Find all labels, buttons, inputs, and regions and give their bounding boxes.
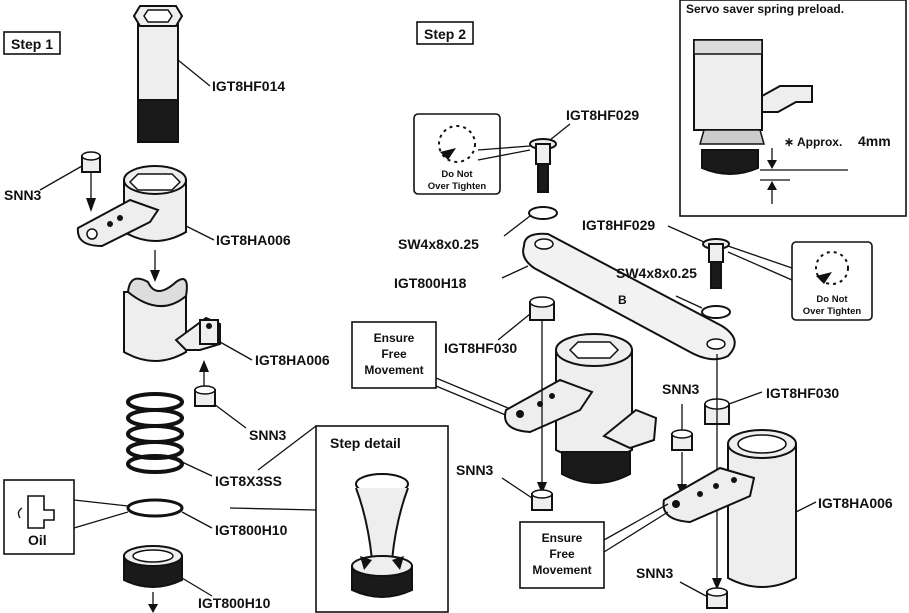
do-not-line2-a: Over Tighten	[428, 181, 487, 192]
label-igt8hf029-b: IGT8HF029	[582, 217, 655, 233]
screw-igt8hf029-b	[702, 238, 730, 289]
label-igt8ha006-a: IGT8HA006	[216, 232, 291, 248]
label-igt8ha006-c: IGT8HA006	[818, 495, 893, 511]
step-detail-label: Step detail	[330, 435, 401, 451]
approx-prefix: ∗ Approx.	[784, 135, 842, 149]
nut-snn3-c	[531, 489, 553, 511]
saver-body-top	[76, 165, 187, 248]
do-not-over-tighten-b: Do Not Over Tighten	[727, 241, 873, 321]
arm-igt800h18: B	[522, 232, 736, 361]
tool-igt8hf014	[132, 5, 184, 143]
ensure-free-movement-a: Ensure Free Movement	[351, 321, 509, 417]
label-igt8hf014: IGT8HF014	[212, 78, 285, 94]
do-not-line1-a: Do Not	[441, 169, 473, 180]
label-igt8ha006-b: IGT8HA006	[255, 352, 330, 368]
arm-letter: B	[618, 293, 627, 307]
ensure-line3-b: Movement	[532, 563, 591, 577]
washer-sw-b	[701, 305, 731, 319]
saver-body-right	[662, 429, 797, 588]
nut-snn3-b	[194, 360, 216, 407]
ensure-line1-b: Ensure	[542, 531, 583, 545]
ensure-line2-b: Free	[549, 547, 575, 561]
oil-label: Oil	[28, 532, 47, 548]
preload-note-box: Servo saver spring preload. ∗ Approx. 4m…	[679, 0, 907, 217]
label-snn3-e: SNN3	[636, 565, 674, 581]
step1-label: Step 1	[11, 36, 53, 52]
label-igt800h10-b: IGT800H10	[198, 595, 271, 611]
label-igt800h18: IGT800H18	[394, 275, 467, 291]
do-not-line2-b: Over Tighten	[803, 306, 862, 317]
spacer-igt8hf030-a	[529, 296, 555, 321]
label-igt8hf029-a: IGT8HF029	[566, 107, 639, 123]
step1-heading: Step 1	[3, 31, 61, 55]
label-snn3-c: SNN3	[456, 462, 494, 478]
label-snn3-d: SNN3	[662, 381, 700, 397]
label-sw-a: SW4x8x0.25	[398, 236, 479, 252]
do-not-over-tighten-a: Do Not Over Tighten	[413, 113, 531, 195]
oring-igt800h10	[126, 498, 184, 518]
do-not-line1-b: Do Not	[816, 294, 848, 305]
step-detail-box: Step detail	[229, 425, 449, 613]
screw-igt8hf029-a	[529, 138, 557, 193]
nut-igt800h10	[123, 545, 183, 613]
saver-body-lower	[123, 277, 221, 362]
spring-igt8x3ss	[126, 392, 184, 474]
washer-sw-a	[528, 206, 558, 220]
nut-snn3-e	[706, 578, 728, 609]
label-sw-b: SW4x8x0.25	[616, 265, 697, 281]
step2-label: Step 2	[424, 26, 466, 42]
label-igt8x3ss: IGT8X3SS	[215, 473, 282, 489]
label-igt8hf030-b: IGT8HF030	[766, 385, 839, 401]
oil-callout: Oil	[3, 479, 129, 555]
label-snn3-a: SNN3	[4, 187, 42, 203]
preload-note-title: Servo saver spring preload.	[686, 2, 844, 16]
label-snn3-b: SNN3	[249, 427, 287, 443]
spacer-igt8hf030-b	[704, 354, 730, 586]
step2-heading: Step 2	[416, 21, 474, 45]
label-igt8hf030-a: IGT8HF030	[444, 340, 517, 356]
ensure-line2-a: Free	[381, 347, 407, 361]
ensure-line1-a: Ensure	[374, 331, 415, 345]
saver-assembly-center	[504, 320, 658, 494]
ensure-line3-a: Movement	[364, 363, 423, 377]
approx-value: 4mm	[858, 133, 891, 149]
nut-snn3-a	[81, 151, 101, 212]
ensure-free-movement-b: Ensure Free Movement	[519, 503, 669, 589]
nut-snn3-d	[671, 429, 693, 496]
label-igt800h10-a: IGT800H10	[215, 522, 288, 538]
